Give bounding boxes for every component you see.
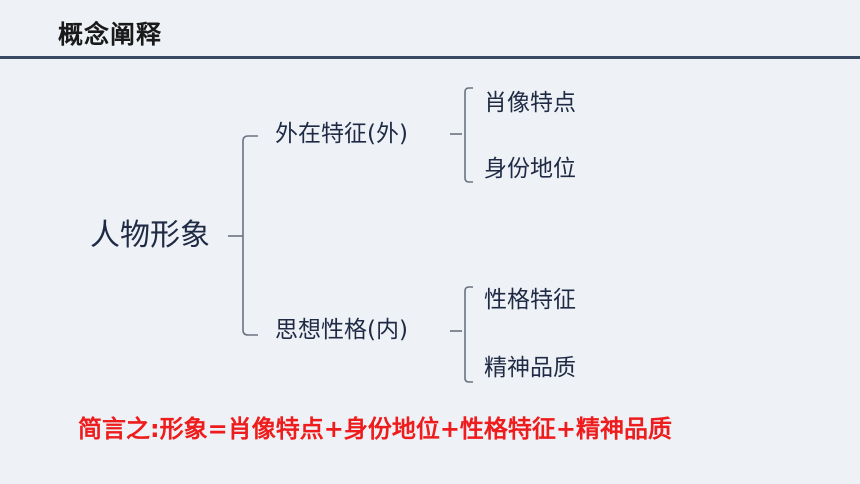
leaf-portrait: 肖像特点	[484, 90, 576, 116]
main-bracket	[242, 135, 258, 336]
summary-text: 简言之:形象=肖像特点+身份地位+性格特征+精神品质	[78, 415, 673, 443]
leaf-personality: 性格特征	[484, 287, 576, 313]
root-node: 人物形象	[90, 218, 210, 253]
branch-internal: 思想性格(内)	[275, 317, 408, 343]
branch-external: 外在特征(外)	[275, 121, 408, 147]
slide-title: 概念阐释	[58, 20, 163, 49]
leaf-identity: 身份地位	[484, 156, 576, 182]
branch-2-bracket	[464, 286, 473, 383]
title-divider	[0, 56, 860, 59]
branch-1-bracket	[464, 87, 473, 183]
leaf-spirit: 精神品质	[484, 355, 576, 381]
